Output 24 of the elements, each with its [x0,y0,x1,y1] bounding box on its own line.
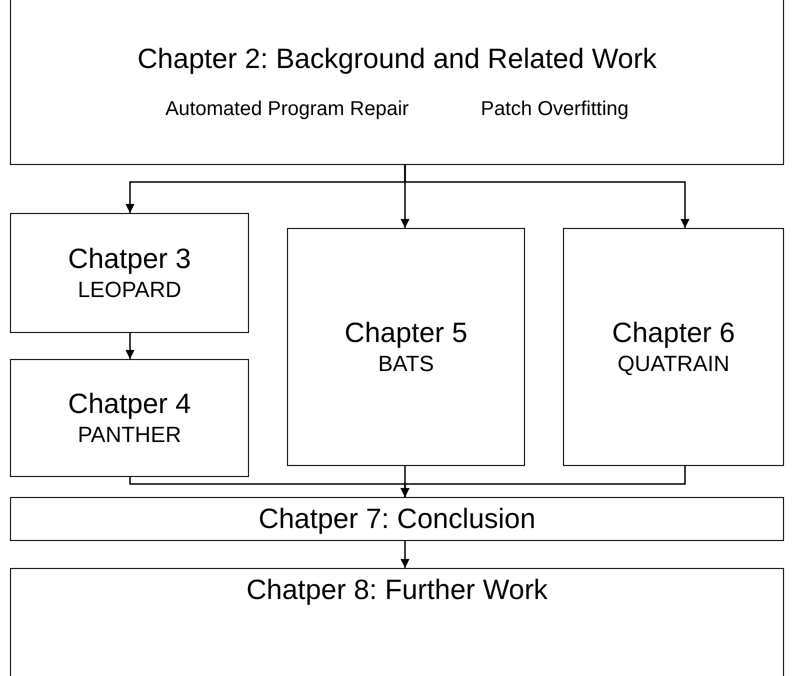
arrow [126,333,134,359]
chapter-box [10,213,249,333]
box-heading: Chatper 3 [68,242,191,276]
project-name: LEOPARD [78,276,182,304]
project-name: BATS [378,350,434,378]
box-heading: Chatper 4 [68,386,191,420]
chapter-box [10,0,784,165]
box-heading: Chapter 6 [612,316,735,350]
chapter-box [10,359,249,477]
project-name: PANTHER [78,420,182,448]
box-heading: Chatper 8: Further Work [246,573,548,607]
chapter-box [287,228,525,466]
arrow [400,466,686,497]
chapter-box [563,228,784,466]
chapter-box [10,568,784,676]
box-heading: Chapter 2: Background and Related Work [137,42,657,76]
chapter-box [10,497,784,541]
project-name: QUATRAIN [617,350,730,378]
box-heading: Chatper 7: Conclusion [258,502,536,536]
arrow [404,165,690,228]
arrow [400,541,410,568]
topic-label: Patch Overfitting [480,96,629,122]
topic-label: Automated Program Repair [165,96,409,122]
box-heading: Chapter 5 [344,316,468,350]
